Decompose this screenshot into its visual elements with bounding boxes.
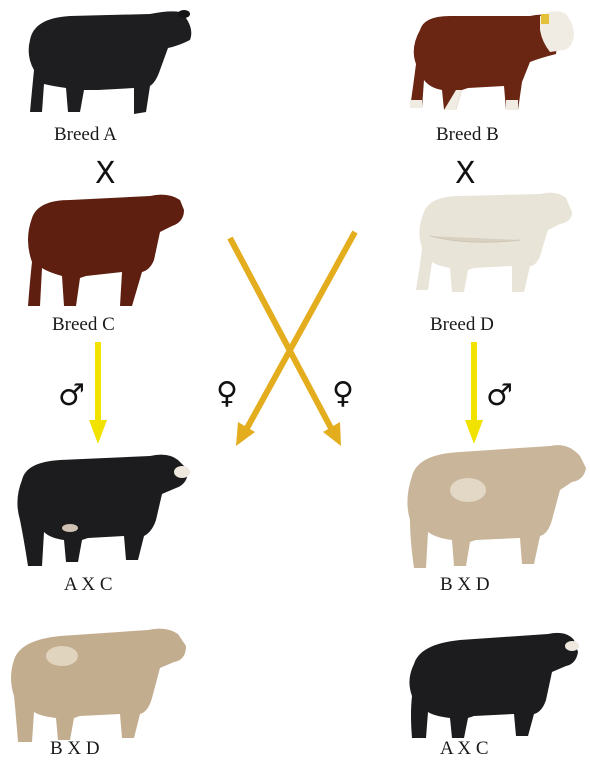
vertical-arrow-left	[89, 342, 107, 444]
cross-symbol-right: X	[455, 156, 476, 191]
offspring-axc-right-label: A X C	[440, 738, 489, 759]
offspring-axc-right-image	[409, 632, 579, 738]
diagonal-arrow-right-to-left	[236, 230, 358, 446]
breed-a-bull-image	[28, 10, 192, 114]
offspring-bxd-left-image	[11, 628, 186, 742]
breed-b-bull-image	[410, 11, 574, 111]
cross-symbol-left: X	[95, 156, 116, 191]
offspring-axc-left-image	[17, 454, 190, 566]
breed-a-label: Breed A	[54, 124, 117, 145]
female-symbol-right: ♀	[332, 376, 354, 411]
offspring-bxd-left-label: B X D	[50, 738, 100, 759]
breed-c-bull-image	[28, 194, 184, 306]
breed-d-bull-image	[416, 192, 572, 292]
vertical-arrow-right	[465, 342, 483, 444]
male-symbol-right: ♂	[486, 378, 513, 413]
offspring-bxd-right-label: B X D	[440, 574, 490, 595]
diagonal-arrow-left-to-right	[227, 236, 341, 446]
breed-c-label: Breed C	[52, 314, 115, 335]
breed-b-label: Breed B	[436, 124, 499, 145]
breed-d-label: Breed D	[430, 314, 494, 335]
offspring-bxd-right-image	[407, 445, 586, 568]
male-symbol-left: ♂	[58, 378, 85, 413]
female-symbol-left: ♀	[216, 376, 238, 411]
offspring-axc-left-label: A X C	[64, 574, 113, 595]
